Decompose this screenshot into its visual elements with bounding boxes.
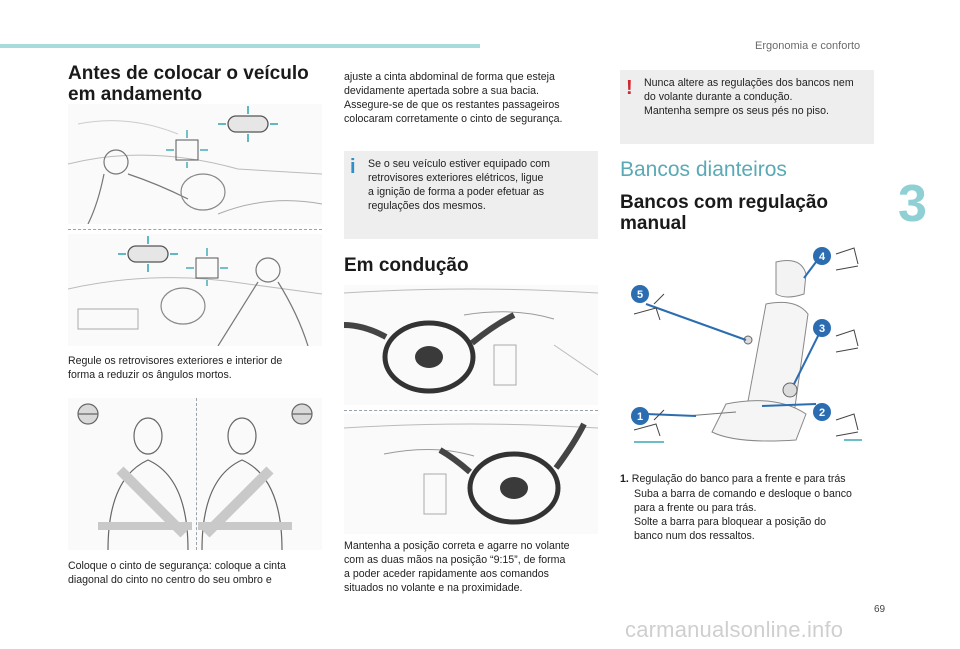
section-label: Ergonomia e conforto <box>755 40 861 52</box>
seat-callout-1: 1 <box>637 411 643 423</box>
seatbelt-caption-continued: ajuste a cinta abdominal de forma que es… <box>344 71 563 125</box>
list-item: Suba a barra de comando e desloque o ban… <box>634 488 852 514</box>
seat-callout-2: 2 <box>819 407 825 419</box>
page-number: 69 <box>874 604 886 615</box>
steering-wheel-icon <box>77 403 99 425</box>
header-accent-bar <box>0 44 480 48</box>
section-title-driving: Em condução <box>344 255 469 276</box>
mirror-adjust-lhd-illustration <box>68 104 322 224</box>
seat-callout-5: 5 <box>637 289 643 301</box>
watermark: carmanualsonline.info <box>625 617 844 642</box>
driving-position-rhd-illustration <box>344 414 598 534</box>
seatbelt-illustration <box>68 398 322 550</box>
driving-position-lhd-illustration <box>344 285 598 405</box>
driving-caption: Mantenha a posição correta e agarre no v… <box>344 540 570 594</box>
warning-note-seat-adjust: ! Nunca altere as regulações dos bancos … <box>620 70 874 144</box>
adjust-arrows-icon <box>218 106 278 142</box>
seat-adjust-steps: 1. Regulação do banco para a frente e pa… <box>620 472 890 543</box>
section-title-front-seats: Bancos dianteiros <box>620 158 787 181</box>
mirror-adjust-rhd-illustration <box>68 234 322 346</box>
seat-position-icon <box>633 247 859 437</box>
seat-callout-3: 3 <box>819 323 825 335</box>
section-title-before-driving: Antes de colocar o veículo em andamento <box>68 63 309 105</box>
mirror-icon <box>227 115 269 133</box>
seat-adjustment-diagram: 1 2 3 4 5 <box>626 244 870 450</box>
info-note-electric-mirrors: i Se o seu veículo estiver equipado com … <box>344 151 598 239</box>
mirrors-caption: Regule os retrovisores exteriores e inte… <box>68 355 283 381</box>
section-title-manual-seats: Bancos com regulação manual <box>620 192 829 234</box>
seat-callout-4: 4 <box>819 251 826 263</box>
warning-icon: ! <box>626 77 633 99</box>
list-item: Solte a barra para bloquear a posição do… <box>634 516 826 542</box>
chapter-number: 3 <box>898 175 927 233</box>
seatbelt-caption: Coloque o cinto de segurança: coloque a … <box>68 560 286 586</box>
info-icon: i <box>350 156 356 178</box>
